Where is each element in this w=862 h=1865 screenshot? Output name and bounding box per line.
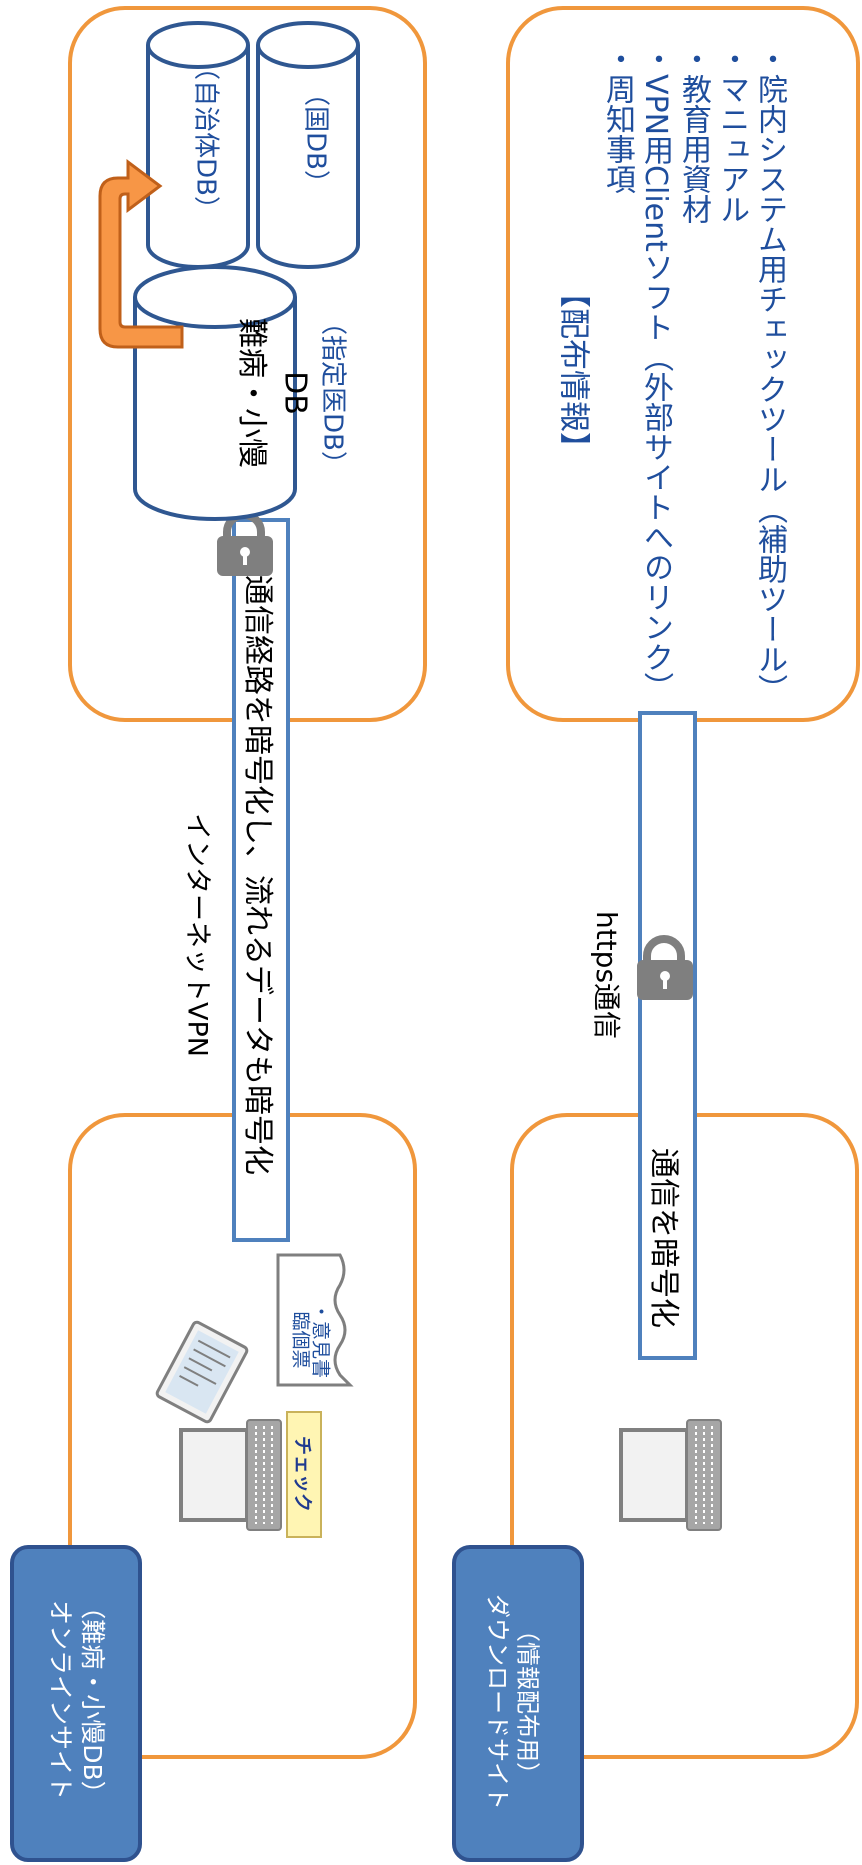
https-title: https通信: [590, 910, 623, 1040]
distribution-item: ・周知事項: [600, 44, 635, 194]
distribution-list: ・院内システム用チェックツール（補助ツール） ・マニュアル ・教育用資材 ・VP…: [598, 44, 788, 704]
distribution-item: ・VPN用Clientソフト（外部サイトへのリンク）: [638, 44, 673, 702]
sync-arrow-icon: [98, 159, 184, 349]
distribution-heading: 【配布情報】: [555, 277, 592, 463]
distribution-item: ・教育用資材: [676, 44, 711, 224]
download-laptop-icon: [619, 1419, 722, 1531]
document-icon: [276, 1253, 354, 1387]
municipal-db-label: （自治体DB）: [190, 54, 221, 222]
national-db-label: （国DB）: [300, 80, 331, 196]
https-bar: [638, 711, 697, 1360]
online-tag-line1: オンラインサイト: [46, 1599, 75, 1801]
municipal-db-icon: [146, 21, 250, 269]
main-db-label-line2: DB: [277, 371, 313, 415]
distribution-item: ・マニュアル: [714, 44, 749, 224]
https-lock-icon: [637, 935, 693, 1000]
check-label: チェック: [291, 1435, 314, 1513]
https-description: 通信を暗号化: [646, 1148, 681, 1328]
online-laptop-icon: [179, 1419, 282, 1531]
online-site-tag: [10, 1545, 142, 1862]
main-db-sub-label: （指定医DB）: [317, 309, 348, 477]
check-tag: [286, 1411, 322, 1538]
distribution-item: ・院内システム用チェックツール（補助ツール）: [752, 44, 787, 704]
main-db-icon: [133, 265, 297, 521]
national-db-icon: [256, 21, 360, 269]
tablet-icon: [155, 1320, 249, 1424]
online-tag-line2: （難病・小慢DB）: [78, 1594, 107, 1806]
vpn-title: インターネットVPN: [181, 813, 213, 1057]
download-tag-line2: （情報配布用）: [513, 1618, 542, 1786]
main-db-label-line1: 難病・小慢: [234, 318, 269, 468]
vpn-description: 通信経路を暗号化し、流れるデータも暗号化: [240, 575, 275, 1175]
download-site-tag: [452, 1545, 584, 1862]
document-label-line2: ・意見書: [309, 1301, 332, 1379]
